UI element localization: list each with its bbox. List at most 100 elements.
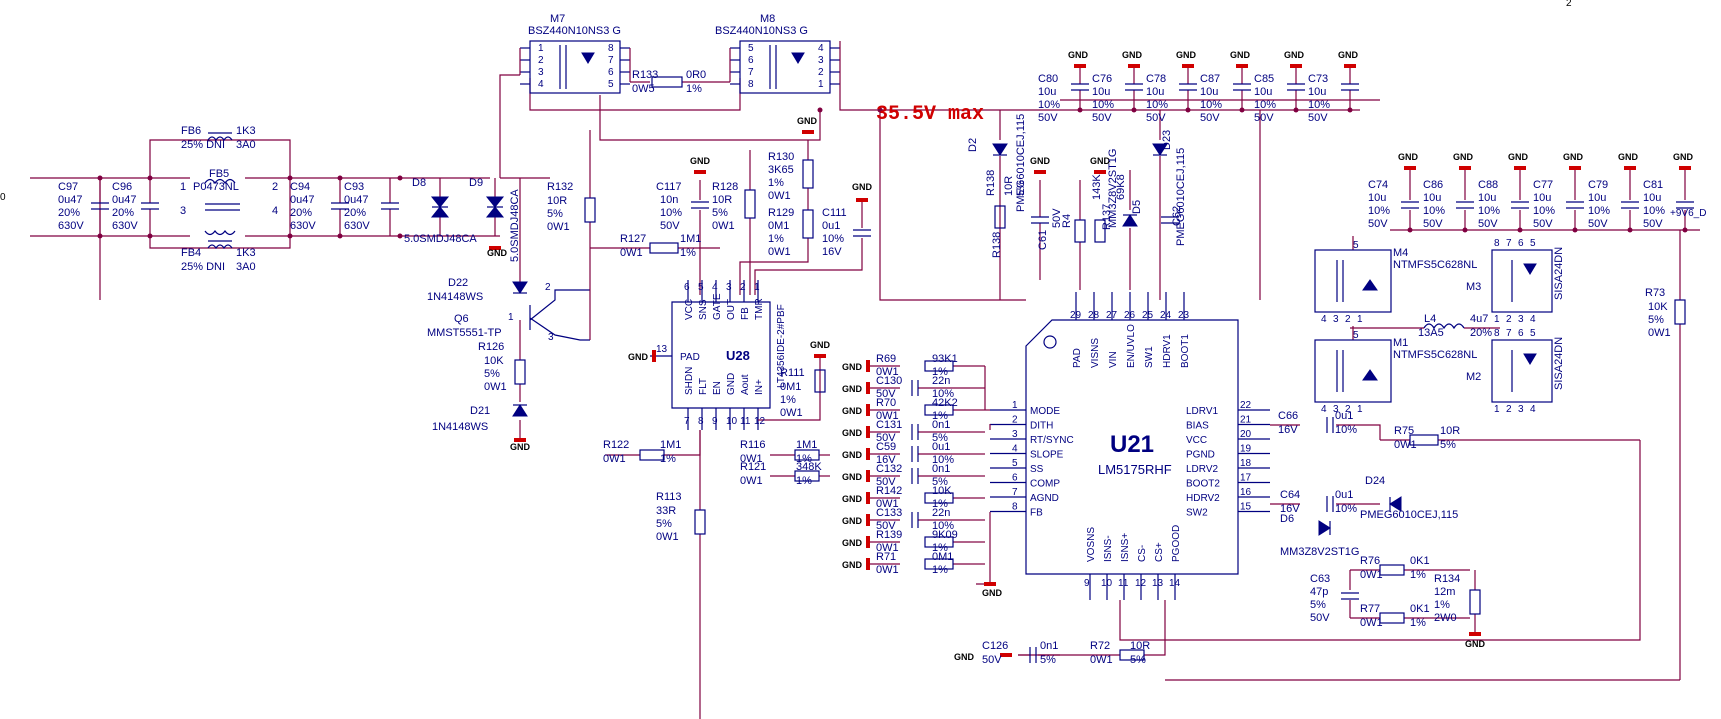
cap-value: 20% <box>344 207 366 219</box>
resistor-body <box>924 536 954 548</box>
r116-tol: 1% <box>796 453 812 465</box>
mos-pin: 6 <box>1518 328 1524 339</box>
ground-label: GND <box>842 362 863 372</box>
out-cap-right-ref: C74 <box>1368 179 1388 191</box>
r73-val: 10K <box>1648 301 1668 313</box>
out-cap-right-val: 10u <box>1423 192 1441 204</box>
out-cap-val: 10u <box>1254 86 1272 98</box>
u21-pin-name: AGND <box>1030 493 1059 504</box>
q6-ref: Q6 <box>454 313 469 325</box>
c63-val: 47p <box>1310 586 1328 598</box>
ground-label: GND <box>1090 156 1111 166</box>
fb4-val: 1K3 <box>236 247 256 259</box>
mosfet-m8 <box>739 40 831 94</box>
u21-pin-name: CS- <box>1137 545 1148 562</box>
cap-value: 0u47 <box>58 194 82 206</box>
u21-left-val: 0W1 <box>876 564 899 576</box>
out-cap-val: 50V <box>1200 112 1220 124</box>
pin-number: 1 <box>538 43 544 54</box>
c126-val: 0n1 <box>1040 640 1058 652</box>
u21-left-val: 0n1 <box>932 463 950 475</box>
u21-pin-num: 3 <box>1012 429 1018 440</box>
ic-u21: U21 LM5175RHF <box>1025 319 1239 575</box>
cap-value: 0u47 <box>112 194 136 206</box>
ground-label: GND <box>1398 152 1419 162</box>
u21-pin-num: 20 <box>1240 429 1252 440</box>
u21-left-ref: R139 <box>876 529 902 541</box>
out-cap-right-val: 10u <box>1368 192 1386 204</box>
r138-val: 5% <box>1015 180 1027 196</box>
out-cap-val: 10u <box>1038 86 1056 98</box>
fb5-val: P0473NL <box>193 181 239 193</box>
wire <box>529 78 741 111</box>
resistor-body <box>924 492 954 504</box>
out-cap-val: 10u <box>1092 86 1110 98</box>
ground-label: GND <box>1508 152 1529 162</box>
u21-pin-name: PAD <box>1072 348 1083 368</box>
junction <box>1077 107 1083 113</box>
cap-value: 20% <box>290 207 312 219</box>
edge-label-left: 0 <box>0 192 6 203</box>
u21-pin-name: VOSNS <box>1086 527 1097 562</box>
c126-tol: 5% <box>1040 654 1056 666</box>
resistor-body <box>584 197 596 223</box>
ground-label: GND <box>842 406 863 416</box>
mos-pin: 5 <box>1353 330 1359 341</box>
u21-left-val: 50V <box>876 388 896 400</box>
u21-pin-name: LDRV1 <box>1186 406 1218 417</box>
c66-v: 16V <box>1278 424 1298 436</box>
ground-label: GND <box>842 494 863 504</box>
wire <box>499 74 520 178</box>
u21-left-val: 1% <box>932 542 948 554</box>
mosfet-m2 <box>1491 339 1553 403</box>
junction <box>817 107 823 113</box>
pin-number: 2 <box>818 67 824 78</box>
u21-left-val: 10K <box>932 485 952 497</box>
u28-pin-name: Aout <box>740 374 751 395</box>
mos-pin: 2 <box>1345 314 1351 325</box>
r132-ref: R132 <box>547 181 573 193</box>
d22-part: 1N4148WS <box>427 291 483 303</box>
mos-pin: 8 <box>1494 328 1500 339</box>
u21-left-ref: C59 <box>876 441 896 453</box>
cap-value: 20% <box>58 207 80 219</box>
q6-pin: 2 <box>545 282 551 293</box>
r122-val: 1M1 <box>660 439 681 451</box>
u21-left-val: 42K2 <box>932 397 958 409</box>
d21-part: 1N4148WS <box>432 421 488 433</box>
fb4-tol: 25% DNI <box>181 261 225 273</box>
out-cap-val: 10u <box>1308 86 1326 98</box>
ground-label: GND <box>1563 152 1584 162</box>
resistor-body <box>1674 299 1686 325</box>
ground-label: GND <box>842 516 863 526</box>
r127-pwr: 0W1 <box>620 247 643 259</box>
r75-pwr: 0W1 <box>1394 439 1417 451</box>
u21-pin-num: 5 <box>1012 458 1018 469</box>
c117-val: 10% <box>660 207 682 219</box>
net-label-out: +9V6_D <box>1670 208 1706 219</box>
u21-pin-name: DITH <box>1030 421 1053 432</box>
wire <box>1119 440 1641 641</box>
u21-left-ref: R69 <box>876 353 896 365</box>
u28-pin-num: 3 <box>726 282 732 293</box>
d5-part: MM3Z8V2ST1G <box>1107 149 1119 228</box>
cap-value: 20% <box>112 207 134 219</box>
u21-pin-num: 14 <box>1169 578 1181 589</box>
resistor-body <box>924 360 954 372</box>
u28-pin-name: GATE <box>712 293 723 320</box>
out-cap-right-val: 10u <box>1478 192 1496 204</box>
r137-ref: R137 <box>1101 204 1113 230</box>
u28-pin-name: SNS <box>698 299 709 320</box>
c111-ref: C111 <box>822 207 847 219</box>
mos-pin: 7 <box>1506 238 1512 249</box>
resistor-body <box>1094 219 1106 243</box>
diode-body <box>992 143 1008 156</box>
diode-body <box>512 404 528 417</box>
out-cap-val: 10% <box>1092 99 1114 111</box>
junction <box>287 233 293 239</box>
out-cap-right-val: 10% <box>1423 205 1445 217</box>
d9-ref: D9 <box>469 177 483 189</box>
u21-pin-num: 9 <box>1084 578 1090 589</box>
u21-left-ref: R71 <box>876 551 896 563</box>
u21-pin-name: MODE <box>1030 406 1060 417</box>
